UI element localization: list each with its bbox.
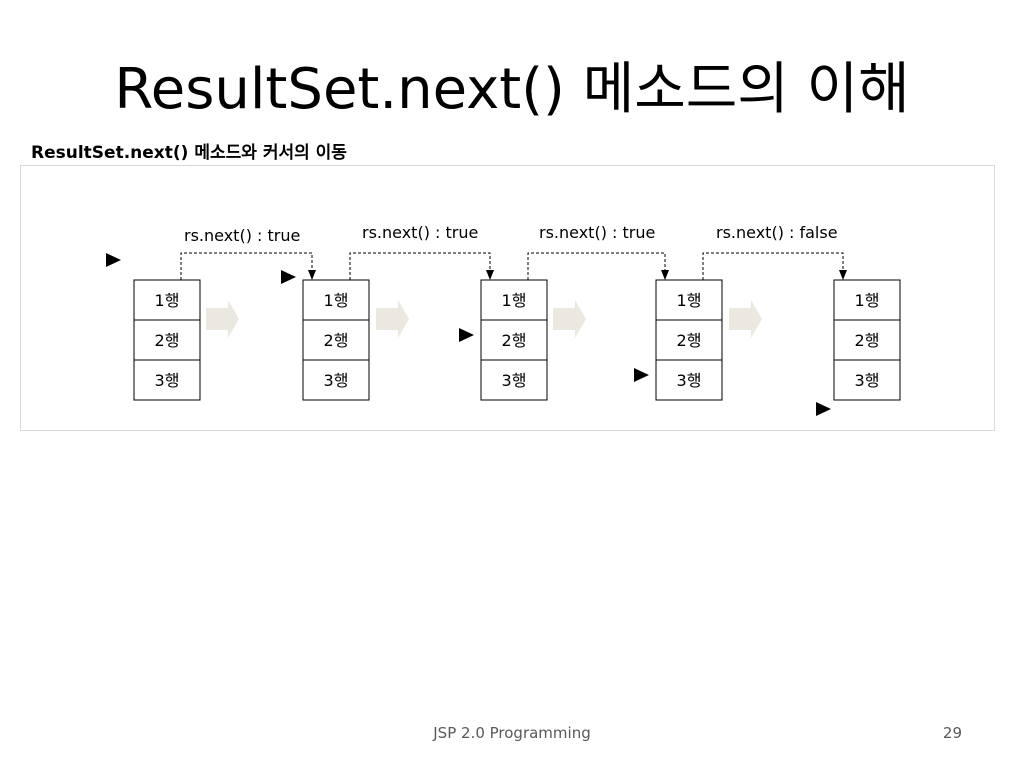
call-connector-2	[349, 252, 491, 280]
call-connector-1	[180, 252, 313, 280]
row-cell-label: 1행	[502, 291, 527, 310]
row-cell-label: 3행	[324, 371, 349, 390]
transition-arrow-2	[376, 300, 409, 338]
row-cell-label: 2행	[855, 331, 880, 350]
row-cell-label: 1행	[155, 291, 180, 310]
row-cell-2-1	[302, 279, 370, 321]
slide-title: ResultSet.next() 메소드의 이해	[114, 57, 910, 122]
row-cell-label: 2행	[155, 331, 180, 350]
row-cell-4-2	[655, 319, 723, 361]
transition-arrow-3	[553, 300, 586, 338]
call-arrowhead-2	[486, 270, 494, 280]
call-connector-4	[702, 252, 844, 280]
cursor-diagram: 1행 2행 3행 1행 2행 3행 1행 2행 3행 1행 2행 3행 1행 2행 3행 rs.next() …	[106, 223, 901, 416]
row-cell-1-2	[133, 319, 201, 361]
row-cell-4-3	[655, 359, 723, 401]
row-cell-2-3	[302, 359, 370, 401]
row-cell-4-1	[655, 279, 723, 321]
row-cell-3-2	[480, 319, 548, 361]
call-label-2: rs.next() : true	[362, 223, 478, 242]
row-cell-5-3	[833, 359, 901, 401]
cursor-marker-1	[106, 253, 121, 267]
row-cell-label: 1행	[855, 291, 880, 310]
row-cell-label: 2행	[502, 331, 527, 350]
row-cell-3-3	[480, 359, 548, 401]
call-connector-3	[527, 252, 666, 280]
row-cell-label: 3행	[855, 371, 880, 390]
row-cell-1-1	[133, 279, 201, 321]
call-arrowhead-3	[661, 270, 669, 280]
footer-text: JSP 2.0 Programming	[433, 724, 591, 742]
call-arrowhead-1	[308, 270, 316, 280]
row-cell-1-3	[133, 359, 201, 401]
row-cell-label: 3행	[155, 371, 180, 390]
row-cell-5-2	[833, 319, 901, 361]
cursor-marker-5	[816, 402, 831, 416]
row-cell-label: 1행	[324, 291, 349, 310]
call-label-4: rs.next() : false	[716, 223, 838, 242]
row-cell-label: 1행	[677, 291, 702, 310]
call-label-3: rs.next() : true	[539, 223, 655, 242]
row-cell-label: 2행	[677, 331, 702, 350]
call-arrowhead-4	[839, 270, 847, 280]
row-cell-label: 2행	[324, 331, 349, 350]
cursor-marker-3	[459, 328, 474, 342]
cursor-marker-4	[634, 368, 649, 382]
transition-arrow-1	[206, 300, 239, 338]
section-heading: ResultSet.next() 메소드와 커서의 이동	[31, 143, 347, 163]
diagram-panel: 1행 2행 3행 1행 2행 3행 1행 2행 3행 1행 2행 3행 1행 2행 3행 rs.next() …	[20, 165, 995, 431]
transition-arrow-4	[729, 300, 762, 338]
row-cell-label: 3행	[502, 371, 527, 390]
cursor-marker-2	[281, 270, 296, 284]
call-label-1: rs.next() : true	[184, 226, 300, 245]
page-number: 29	[942, 724, 962, 742]
row-cell-label: 3행	[677, 371, 702, 390]
